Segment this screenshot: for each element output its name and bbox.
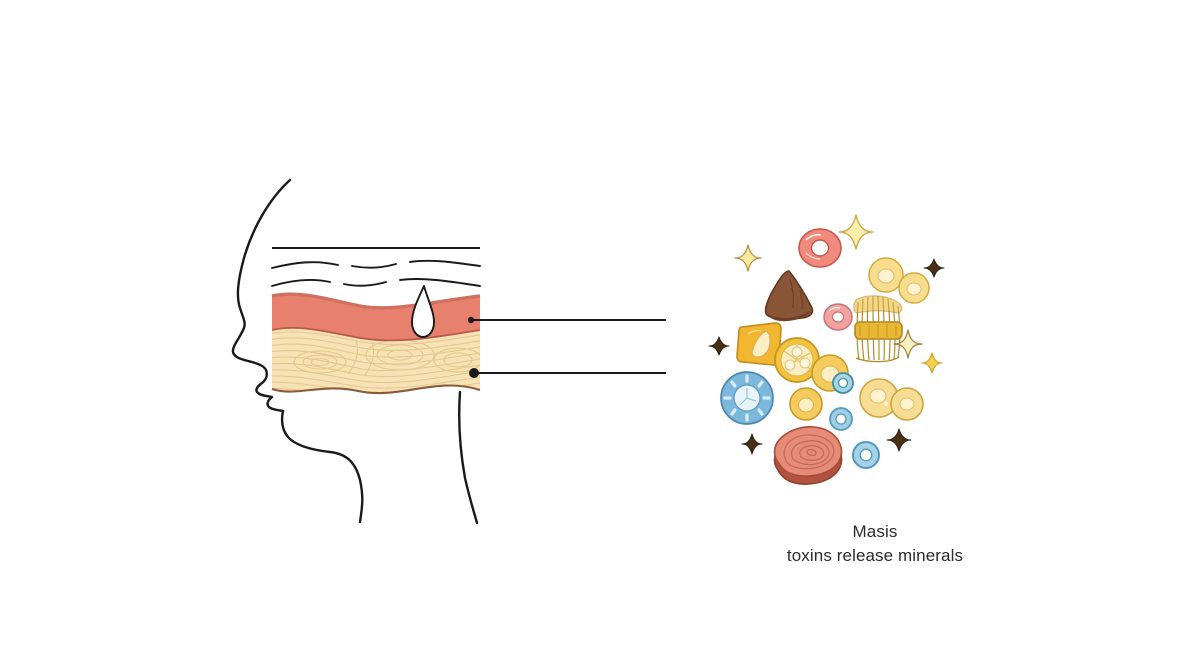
leader-lines: [467, 316, 666, 378]
ring-teal-small: [832, 372, 854, 394]
sparkle-gold-right: [921, 352, 943, 374]
sparkle-light-right: [893, 329, 923, 359]
wheat-bundle: [853, 295, 903, 363]
dermis-bottom-edge: [271, 327, 481, 342]
disc-yellow-pair-b: [890, 387, 924, 421]
sparkle-dark-lower-left: [741, 433, 763, 455]
leader-line-upper: [467, 316, 666, 324]
ring-blue-mid: [829, 407, 853, 431]
disc-yellow-upper-a: [868, 257, 904, 293]
wheel-blue: [720, 371, 774, 425]
disc-yellow-upper-b: [898, 272, 930, 304]
epidermis-dashes-lower: [271, 278, 481, 287]
caption-line-1: Masis: [852, 522, 898, 541]
skin-cross-section: [271, 247, 481, 395]
cluster-caption: Masis toxins release minerals: [660, 520, 1090, 568]
disc-yellow-pair-a: [859, 378, 899, 418]
hypodermis-base-line: [271, 384, 481, 395]
sparkle-light-top-right: [838, 214, 874, 250]
mineral-particle-cluster: [708, 214, 945, 485]
disc-yellow-lower: [789, 387, 823, 421]
leader-line-lower: [469, 368, 666, 378]
citrus-slice: [774, 337, 820, 383]
toast-square-yellow: [736, 322, 782, 366]
ring-blue-lower: [852, 441, 880, 469]
sparkle-dark-lower-right: [886, 428, 912, 452]
dermis-top-edge: [271, 292, 481, 310]
caption-line-2: toxins release minerals: [786, 546, 964, 566]
cone-brown: [764, 270, 814, 322]
teardrop-marker: [411, 285, 435, 338]
donut-ring-pink-small: [823, 303, 853, 331]
sparkle-dark-right: [923, 258, 945, 278]
side-profile-head: [231, 178, 479, 525]
donut-ring-pink-large: [798, 228, 842, 268]
sparkle-dark-left: [708, 336, 730, 356]
sparkle-light-top-left: [734, 244, 762, 272]
steak-salmon: [773, 426, 843, 485]
epidermis-dashes-upper: [271, 259, 481, 269]
